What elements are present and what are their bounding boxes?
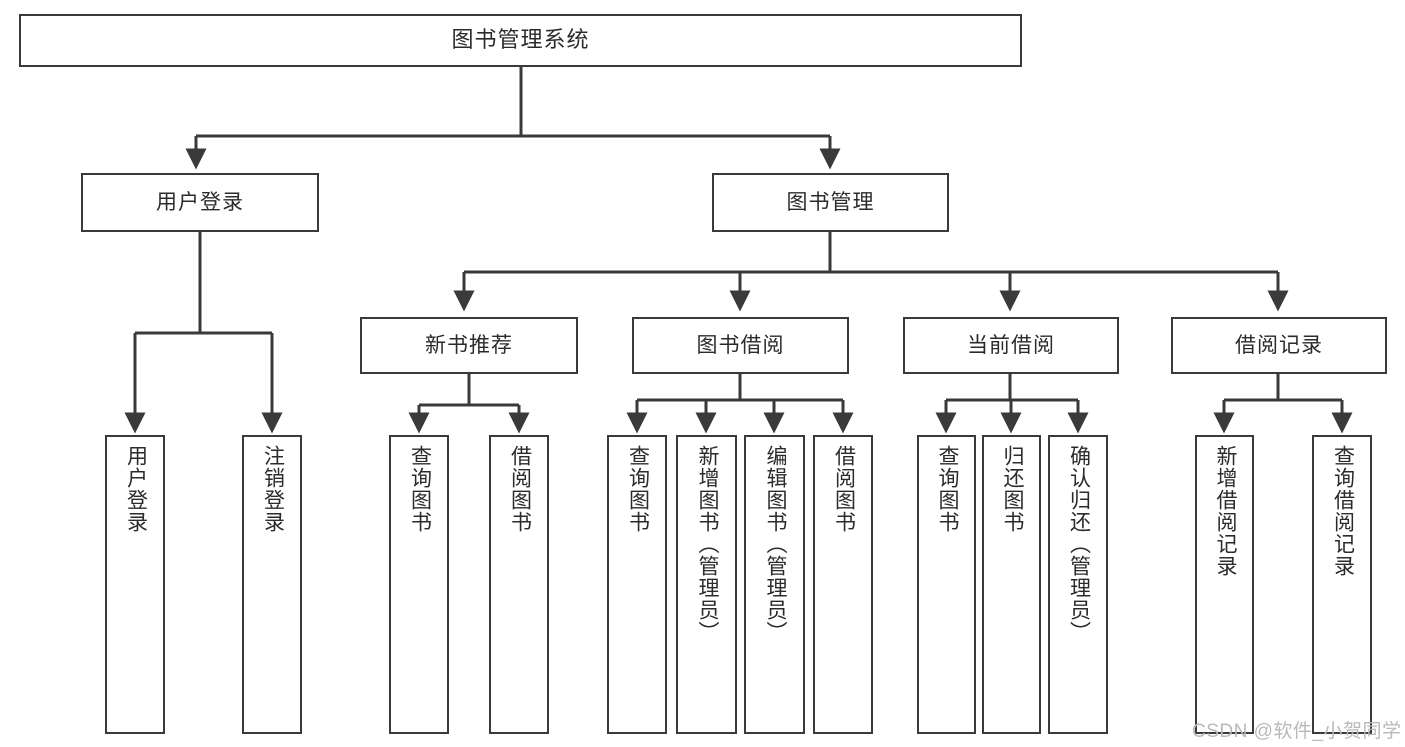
node-user-login[interactable]: 用户登录: [81, 173, 319, 232]
leaf-record-add-record[interactable]: 新增借阅记录: [1195, 435, 1254, 734]
node-new-book-recommend-label: 新书推荐: [425, 333, 513, 357]
node-root-label: 图书管理系统: [451, 27, 590, 53]
leaf-recommend-borrow-book-label: 借阅图书: [508, 445, 532, 533]
leaf-borrow-query-book-label: 查询图书: [626, 445, 650, 533]
leaf-record-add-record-label: 新增借阅记录: [1213, 445, 1237, 577]
leaf-current-return-book[interactable]: 归还图书: [982, 435, 1041, 734]
node-user-login-label: 用户登录: [156, 190, 244, 214]
leaf-current-confirm-return[interactable]: 确认归还（管理员）: [1048, 435, 1108, 734]
leaf-current-confirm-return-label: 确认归还（管理员）: [1067, 445, 1091, 643]
node-book-manage[interactable]: 图书管理: [712, 173, 949, 232]
leaf-borrow-add-book[interactable]: 新增图书（管理员）: [676, 435, 737, 734]
leaf-recommend-query-book[interactable]: 查询图书: [389, 435, 449, 734]
csdn-watermark: CSDN @软件_小贺同学: [1192, 721, 1402, 742]
leaf-recommend-borrow-book[interactable]: 借阅图书: [489, 435, 549, 734]
node-borrow-record-label: 借阅记录: [1235, 333, 1323, 357]
node-new-book-recommend[interactable]: 新书推荐: [360, 317, 578, 374]
node-borrow-record[interactable]: 借阅记录: [1171, 317, 1387, 374]
node-book-borrow[interactable]: 图书借阅: [632, 317, 849, 374]
leaf-user-login-logout-label: 注销登录: [261, 445, 285, 533]
leaf-current-return-book-label: 归还图书: [1000, 445, 1024, 533]
leaf-user-login-login-label: 用户登录: [124, 445, 148, 533]
leaf-borrow-borrow-book[interactable]: 借阅图书: [813, 435, 873, 734]
node-book-borrow-label: 图书借阅: [696, 333, 785, 357]
leaf-record-query-record-label: 查询借阅记录: [1331, 445, 1355, 577]
leaf-user-login-logout[interactable]: 注销登录: [242, 435, 302, 734]
leaf-borrow-edit-book-label: 编辑图书（管理员）: [763, 445, 787, 643]
leaf-user-login-login[interactable]: 用户登录: [105, 435, 165, 734]
node-root[interactable]: 图书管理系统: [19, 14, 1022, 67]
node-book-manage-label: 图书管理: [786, 190, 875, 214]
leaf-borrow-add-book-label: 新增图书（管理员）: [695, 445, 719, 643]
leaf-borrow-borrow-book-label: 借阅图书: [832, 445, 856, 533]
leaf-recommend-query-book-label: 查询图书: [408, 445, 432, 533]
node-current-borrow-label: 当前借阅: [967, 333, 1055, 357]
leaf-current-query-book-label: 查询图书: [935, 445, 959, 533]
leaf-borrow-query-book[interactable]: 查询图书: [607, 435, 667, 734]
leaf-record-query-record[interactable]: 查询借阅记录: [1312, 435, 1372, 734]
leaf-current-query-book[interactable]: 查询图书: [917, 435, 976, 734]
leaf-borrow-edit-book[interactable]: 编辑图书（管理员）: [744, 435, 805, 734]
node-current-borrow[interactable]: 当前借阅: [903, 317, 1119, 374]
